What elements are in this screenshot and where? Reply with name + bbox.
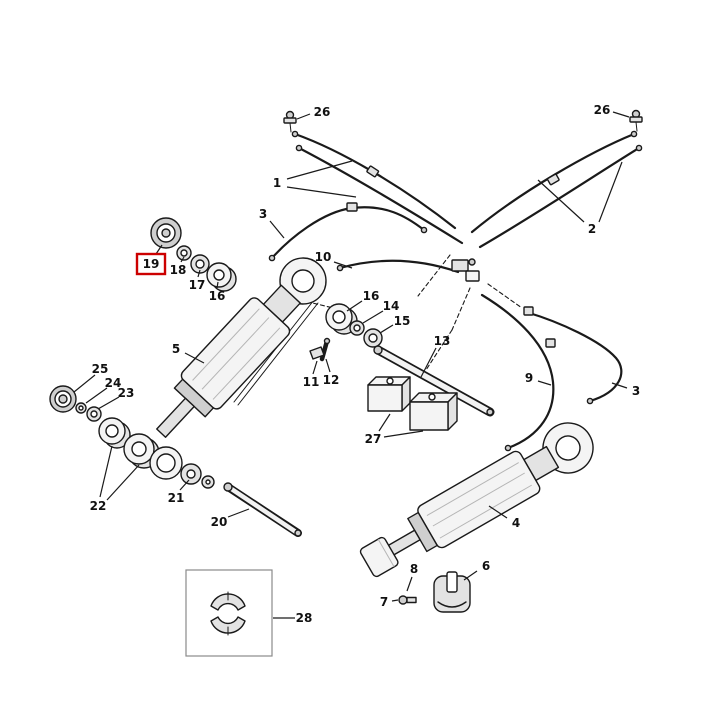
hose-pair-2-drawing xyxy=(470,130,643,249)
part-label-28[interactable]: 28 xyxy=(296,611,313,625)
rod-20-drawing xyxy=(223,482,302,537)
hose-3-left-drawing xyxy=(268,202,428,262)
inset-box-28-drawing xyxy=(185,569,273,657)
hose-3-right-drawing xyxy=(523,306,623,405)
leader-line-23 xyxy=(97,396,120,410)
part-label-18[interactable]: 18 xyxy=(170,263,187,277)
part-label-22[interactable]: 22 xyxy=(90,499,107,513)
leader-line-16-mid xyxy=(346,300,363,312)
part-label-16-mid[interactable]: 16 xyxy=(363,289,380,303)
part-label-8[interactable]: 8 xyxy=(410,562,418,576)
leader-line-3-left xyxy=(269,220,285,239)
leader-line-26-right xyxy=(612,111,630,118)
part-label-2[interactable]: 2 xyxy=(588,222,596,236)
leader-line-14 xyxy=(362,310,384,324)
leader-line-13 xyxy=(420,347,437,378)
leader-line-8 xyxy=(406,576,413,592)
part-label-11[interactable]: 11 xyxy=(303,375,320,389)
leader-line-26-left xyxy=(296,113,311,120)
seal-cluster-upper-19-18-17-16 xyxy=(150,217,237,292)
part-label-10[interactable]: 10 xyxy=(315,250,332,264)
part-label-5[interactable]: 5 xyxy=(172,342,180,356)
leader-line-12 xyxy=(325,358,331,373)
leader-line-2 xyxy=(537,179,585,223)
rod-13-drawing xyxy=(373,345,495,417)
part-label-26-right[interactable]: 26 xyxy=(594,103,611,117)
hose-pair-1-drawing xyxy=(291,130,464,245)
cylinder-5-drawing xyxy=(156,257,327,438)
grease-fitting-right-26 xyxy=(629,109,643,132)
part-label-16-left[interactable]: 16 xyxy=(209,289,226,303)
part-label-26-left[interactable]: 26 xyxy=(314,105,331,119)
leader-line-21 xyxy=(179,479,190,491)
leader-line-16-left xyxy=(216,281,219,289)
leader-line-27 xyxy=(383,430,424,438)
leader-line-22 xyxy=(99,445,113,498)
part-label-21[interactable]: 21 xyxy=(168,491,185,505)
manifold-junction-drawing xyxy=(451,258,480,282)
clamp-6-drawing xyxy=(433,571,471,613)
leader-line-20 xyxy=(227,508,250,518)
part-label-25[interactable]: 25 xyxy=(92,362,109,376)
leader-line-24 xyxy=(85,387,108,404)
leader-line-25 xyxy=(73,374,96,393)
leader-line-11 xyxy=(312,360,318,375)
pin-12-clip-11-drawing xyxy=(309,337,331,362)
leader-line-6 xyxy=(463,570,478,581)
valve-blocks-27-drawing xyxy=(367,376,458,431)
hose-9-drawing xyxy=(480,293,556,452)
leader-line-1 xyxy=(286,186,357,198)
leader-line-9 xyxy=(537,380,552,386)
leader-line-22 xyxy=(106,464,140,501)
leader-line-15 xyxy=(379,324,394,334)
part-label-4[interactable]: 4 xyxy=(512,516,520,530)
leader-line-17 xyxy=(197,269,201,278)
leader-line-7 xyxy=(391,599,399,602)
leader-line-2 xyxy=(598,161,623,223)
part-label-19[interactable]: 19 xyxy=(143,257,160,271)
leader-line-3-right xyxy=(611,382,628,389)
part-label-1[interactable]: 1 xyxy=(273,176,281,190)
leader-line-4 xyxy=(488,505,508,519)
part-label-13[interactable]: 13 xyxy=(434,334,451,348)
leader-line-18 xyxy=(180,256,185,263)
part-label-27[interactable]: 27 xyxy=(365,432,382,446)
part-label-15[interactable]: 15 xyxy=(394,314,411,328)
cylinder-4-drawing xyxy=(359,422,594,578)
part-label-17[interactable]: 17 xyxy=(189,278,206,292)
leader-line-10 xyxy=(333,261,353,269)
leader-line-1 xyxy=(286,160,353,180)
part-label-3-right[interactable]: 3 xyxy=(632,384,640,398)
leader-line-5 xyxy=(184,352,205,364)
highlight-box-part-19 xyxy=(135,252,167,276)
part-label-3-left[interactable]: 3 xyxy=(259,207,267,221)
part-label-6[interactable]: 6 xyxy=(482,559,490,573)
grease-fitting-left-26 xyxy=(283,110,297,133)
screw-7-8-drawing xyxy=(398,595,417,605)
bushing-cluster-left-25-24-23-22-21 xyxy=(49,385,215,489)
part-label-24[interactable]: 24 xyxy=(105,376,122,390)
line-10-drawing xyxy=(336,259,460,274)
part-label-23[interactable]: 23 xyxy=(118,386,135,400)
part-label-9[interactable]: 9 xyxy=(525,371,533,385)
part-label-7[interactable]: 7 xyxy=(380,595,388,609)
part-label-20[interactable]: 20 xyxy=(211,515,228,529)
leader-line-19 xyxy=(155,244,163,255)
bushing-cluster-mid-16-14-15 xyxy=(325,303,383,348)
part-label-12[interactable]: 12 xyxy=(323,373,340,387)
part-label-14[interactable]: 14 xyxy=(383,299,400,313)
leader-line-27 xyxy=(378,413,391,432)
